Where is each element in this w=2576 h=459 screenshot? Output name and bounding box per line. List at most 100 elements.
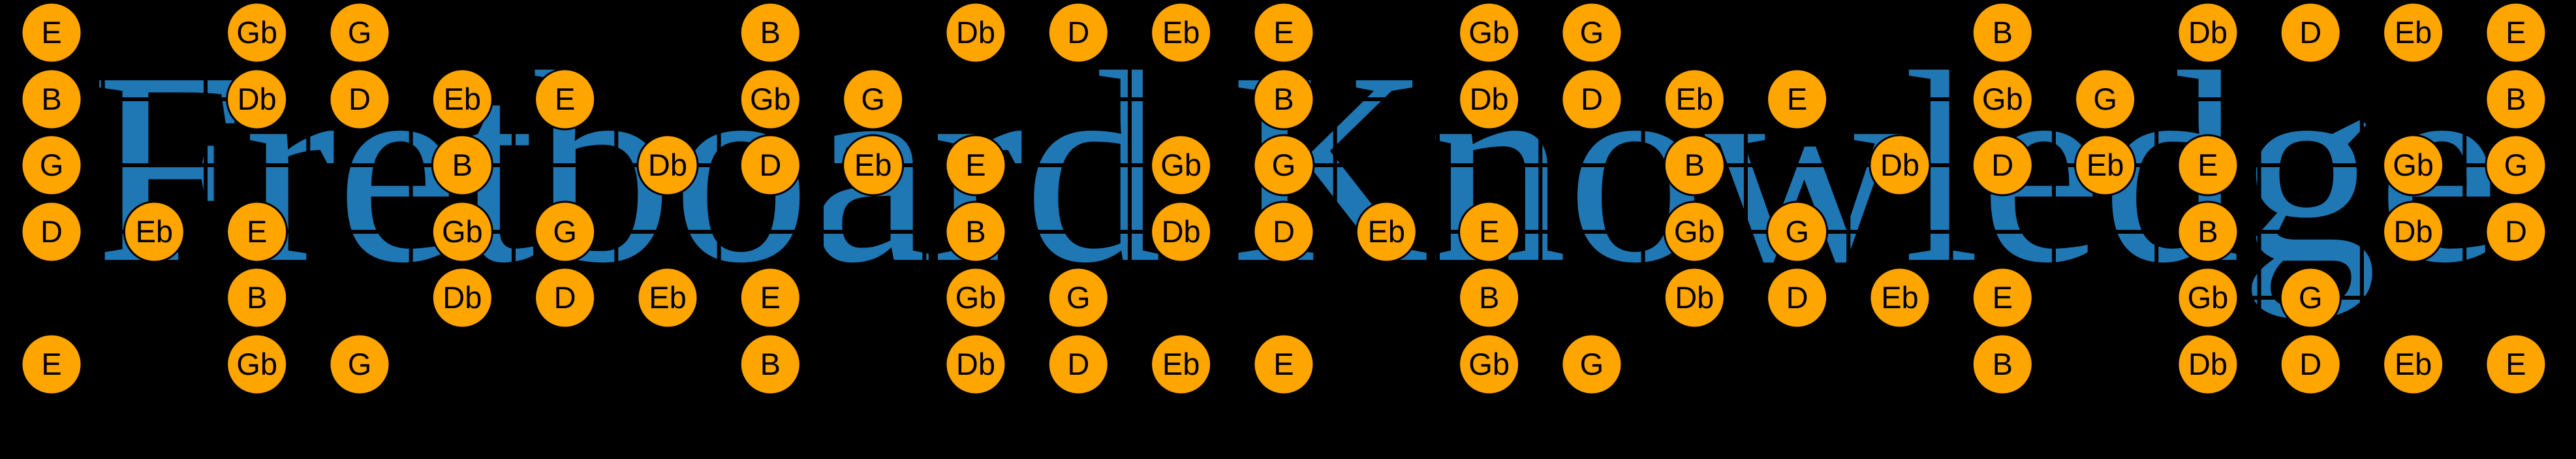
note-marker-string5-fret7: E [739, 266, 801, 329]
note-marker-string5-fret19: E [1971, 266, 2034, 329]
note-marker-string4-fret24: D [2485, 200, 2547, 263]
note-marker-string5-fret17: D [1766, 266, 1829, 329]
note-marker-string1-fret10: D [1047, 1, 1110, 64]
note-marker-string4-fret23: Db [2382, 200, 2445, 263]
note-label: D [1581, 82, 1603, 116]
note-marker-string1-fret15: G [1560, 1, 1623, 64]
note-marker-string5-fret9: Gb [944, 266, 1007, 329]
note-label: Gb [1160, 148, 1202, 182]
note-marker-string6-fret9: Db [944, 333, 1007, 396]
note-marker-string4-fret1: Eb [123, 200, 185, 263]
note-label: E [555, 82, 575, 116]
note-marker-string6-fret23: Eb [2382, 333, 2445, 396]
note-marker-string2-fret7: Gb [739, 68, 801, 131]
note-label: Db [2188, 347, 2227, 381]
note-circle [431, 200, 493, 263]
note-marker-string2-fret12: B [1252, 68, 1315, 131]
note-label: E [760, 280, 781, 315]
note-circle [328, 1, 391, 64]
note-circle [226, 68, 288, 131]
note-marker-string6-fret2: Gb [226, 333, 288, 396]
note-label: Gb [1674, 214, 1715, 249]
note-circle [2177, 200, 2239, 263]
note-circle [1252, 134, 1315, 197]
note-circle [226, 1, 288, 64]
note-marker-string4-fret4: Gb [431, 200, 493, 263]
note-marker-string1-fret24: E [2485, 1, 2547, 64]
note-circle [1047, 333, 1110, 396]
note-circle [1458, 200, 1521, 263]
note-label: E [965, 148, 985, 182]
note-circle [739, 266, 801, 329]
note-circle [20, 200, 83, 263]
note-circle [2177, 333, 2239, 396]
note-label: G [2504, 148, 2528, 182]
note-label: Eb [1676, 82, 1714, 116]
note-circle [739, 333, 801, 396]
note-label: B [1993, 347, 2013, 381]
note-label: B [965, 214, 985, 249]
note-label: G [553, 214, 577, 249]
note-marker-string6-fret24: E [2485, 333, 2547, 396]
note-marker-string1-fret12: E [1252, 1, 1315, 64]
note-circle [944, 134, 1007, 197]
note-marker-string3-fret4: B [431, 134, 493, 197]
note-marker-string3-fret24: G [2485, 134, 2547, 197]
note-label: E [1273, 15, 1294, 50]
note-marker-string6-fret11: Eb [1150, 333, 1213, 396]
note-label: D [1273, 214, 1295, 249]
note-label: B [1684, 148, 1705, 182]
note-marker-string5-fret18: Eb [1869, 266, 1931, 329]
note-marker-string4-fret9: B [944, 200, 1007, 263]
note-marker-string4-fret11: Db [1150, 200, 1213, 263]
note-label: E [2506, 347, 2526, 381]
note-circle [1560, 1, 1623, 64]
note-label: B [2197, 214, 2218, 249]
note-marker-string1-fret11: Eb [1150, 1, 1213, 64]
note-circle [2382, 134, 2445, 197]
note-circle [944, 333, 1007, 396]
note-marker-string1-fret3: G [328, 1, 391, 64]
note-label: G [1580, 15, 1604, 50]
note-circle [226, 200, 288, 263]
note-circle [1047, 266, 1110, 329]
note-circle [20, 1, 83, 64]
note-circle [1869, 134, 1931, 197]
note-marker-string2-fret5: E [534, 68, 597, 131]
note-label: Eb [1162, 15, 1200, 50]
note-circle [2279, 266, 2342, 329]
note-circle [1458, 333, 1521, 396]
note-marker-string4-fret16: Gb [1663, 200, 1726, 263]
note-marker-string3-fret7: D [739, 134, 801, 197]
note-label: Db [2394, 214, 2433, 249]
note-marker-string5-fret5: D [534, 266, 597, 329]
note-label: Db [956, 347, 995, 381]
note-marker-string4-fret12: D [1252, 200, 1315, 263]
note-circle [1663, 134, 1726, 197]
note-label: D [2505, 214, 2527, 249]
note-label: Gb [2393, 148, 2434, 182]
note-label: Gb [442, 214, 483, 249]
note-marker-string2-fret3: D [328, 68, 391, 131]
note-marker-string5-fret22: G [2279, 266, 2342, 329]
note-label: G [40, 148, 64, 182]
note-label: E [41, 15, 61, 50]
note-circle [2485, 333, 2547, 396]
note-circle [1663, 68, 1726, 131]
note-marker-string2-fret0: B [20, 68, 83, 131]
note-circle [1252, 200, 1315, 263]
note-circle [944, 1, 1007, 64]
note-label: E [2197, 148, 2218, 182]
note-label: Db [1880, 148, 1919, 182]
note-label: Eb [1881, 280, 1919, 315]
note-marker-string3-fret23: Gb [2382, 134, 2445, 197]
note-marker-string3-fret21: E [2177, 134, 2239, 197]
note-circle [1252, 68, 1315, 131]
note-label: Db [442, 280, 482, 315]
note-circle [1971, 266, 2034, 329]
note-circle [636, 134, 699, 197]
note-label: G [1785, 214, 1809, 249]
note-marker-string3-fret11: Gb [1150, 134, 1213, 197]
